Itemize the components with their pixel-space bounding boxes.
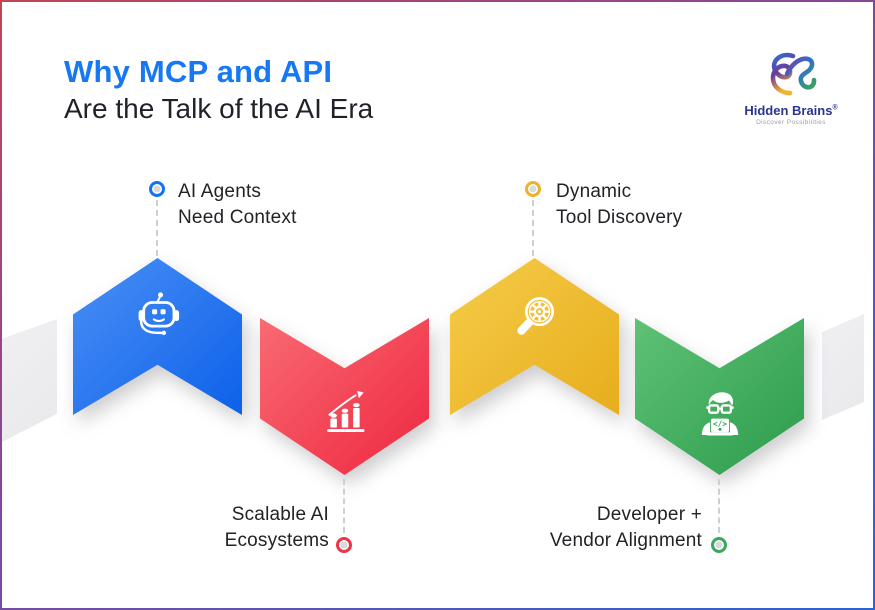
- connector-dot-red: [336, 537, 352, 553]
- connector-dot-green: [711, 537, 727, 553]
- registered-mark: ®: [832, 104, 838, 112]
- connector-line-blue: [156, 200, 158, 256]
- step-label-scalable-ai: Scalable AI Ecosystems: [117, 502, 329, 554]
- logo-brand-text: Hidden Brains®: [741, 103, 841, 118]
- step-label-line1: Scalable AI: [231, 504, 329, 525]
- step-label-line1: AI Agents: [178, 181, 262, 202]
- step-label-line2: Tool Discovery: [556, 207, 683, 228]
- step-label-line2: Ecosystems: [224, 530, 329, 551]
- developer-icon: </>: [701, 392, 738, 436]
- svg-text:</>: </>: [713, 419, 727, 428]
- hiddenbrains-logo: Hidden Brains® Discover Possibilities: [741, 52, 841, 126]
- edge-chevron-fragment-left: [2, 319, 57, 442]
- connector-dot-yellow: [525, 181, 541, 197]
- logo-brand: Hidden Brains: [744, 103, 833, 118]
- edge-chevron-fragment-right: [822, 314, 864, 420]
- step-label-line1: Dynamic: [556, 181, 632, 202]
- hiddenbrains-logo-icon: [770, 52, 817, 96]
- growth-chart-icon: [326, 390, 364, 432]
- title-accent-line: Why MCP and API: [64, 54, 333, 89]
- step-label-line2: Need Context: [178, 207, 297, 228]
- connector-line-red: [343, 479, 345, 533]
- step-label-dynamic: Dynamic Tool Discovery: [556, 179, 682, 231]
- chevron-red: [260, 318, 429, 475]
- robot-headset-icon: [138, 292, 179, 336]
- chevron-yellow: [450, 258, 619, 415]
- connector-line-yellow: [532, 200, 534, 256]
- magnifier-gear-icon: [516, 297, 554, 335]
- chevron-green: </>: [635, 318, 804, 475]
- page-title: Why MCP and API Are the Talk of the AI E…: [64, 54, 373, 125]
- connector-dot-blue: [149, 181, 165, 197]
- logo-tagline: Discover Possibilities: [756, 119, 826, 126]
- step-label-line1: Developer +: [596, 504, 702, 525]
- chevron-blue: [73, 258, 242, 415]
- step-label-line2: Vendor Alignment: [549, 530, 702, 551]
- connector-line-green: [718, 479, 720, 533]
- step-label-developer: Developer + Vendor Alignment: [457, 502, 702, 554]
- title-sub-line: Are the Talk of the AI Era: [64, 93, 374, 124]
- step-label-ai-agents: AI Agents Need Context: [178, 179, 297, 231]
